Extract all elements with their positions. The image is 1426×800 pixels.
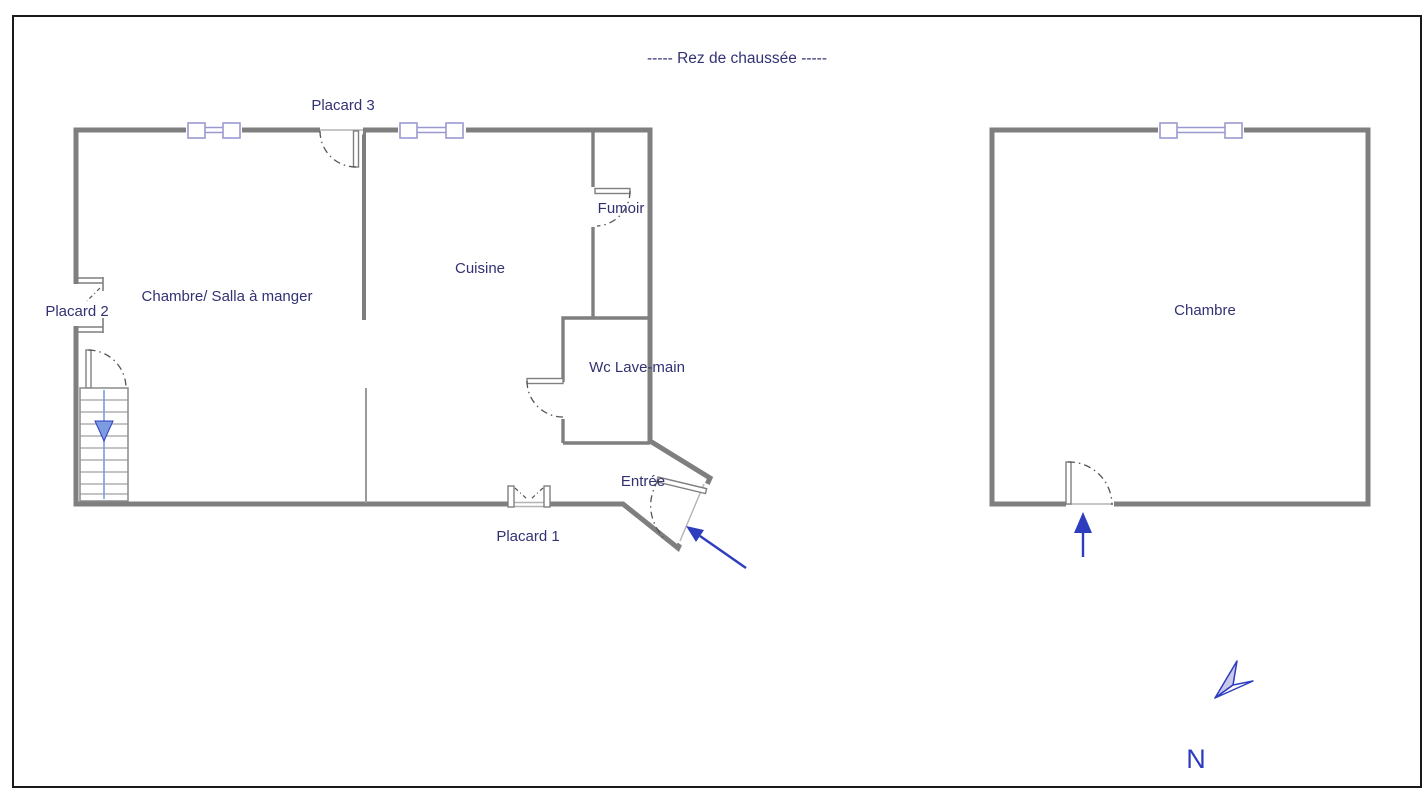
stair-down-arrow-icon <box>94 420 114 443</box>
placard1-doors <box>507 485 551 508</box>
main-building: Placard 3 Chambre/ Salla à manger Placar… <box>45 97 747 569</box>
arrow-head-icon <box>686 526 704 542</box>
window-2 <box>398 122 466 139</box>
page-border <box>12 15 1422 788</box>
label-placard2: Placard 2 <box>45 303 108 320</box>
arrow-shaft <box>699 535 747 569</box>
window-mask <box>398 125 466 135</box>
arrow-head-icon <box>1074 512 1092 533</box>
label-placard1: Placard 1 <box>496 528 559 545</box>
stairs-door <box>85 349 127 389</box>
closet-door-dash <box>86 287 101 302</box>
closet-door-dash <box>514 487 544 500</box>
annex-entrance-arrow <box>1074 512 1092 557</box>
door-swing-arc <box>88 349 127 389</box>
label-wc: Wc Lave-main <box>589 359 685 376</box>
door-swing-arc <box>596 190 631 227</box>
window-jamb <box>187 122 206 139</box>
north-label: N <box>1186 744 1206 774</box>
floor-title: ----- Rez de chaussée ----- <box>647 50 827 67</box>
door-swing-arc <box>1067 461 1113 506</box>
wall-wc <box>561 316 650 445</box>
placard2-closet <box>78 277 104 333</box>
label-entree: Entrée <box>621 473 665 490</box>
door-leaf <box>594 187 631 195</box>
closet-jamb-bottom <box>78 318 104 333</box>
window-jamb <box>445 122 464 139</box>
window-jamb <box>399 122 418 139</box>
window-mask <box>1158 125 1244 135</box>
annex-door <box>1065 461 1114 509</box>
closet-jamb <box>507 485 515 508</box>
closet-jamb-top <box>78 277 104 291</box>
window-jamb <box>1224 122 1243 139</box>
door-swing-arc <box>650 479 667 542</box>
annex-building: Chambre <box>989 122 1371 557</box>
north-arrow-icon <box>1214 680 1254 699</box>
opening-placard1 <box>514 499 544 509</box>
closet-jamb <box>543 485 551 508</box>
staircase <box>79 387 129 502</box>
door-leaf <box>526 377 564 385</box>
door-leaf <box>655 476 708 495</box>
label-placard3: Placard 3 <box>311 97 374 114</box>
label-cuisine: Cuisine <box>455 260 505 277</box>
opening-entree <box>673 481 712 547</box>
window-3 <box>1158 122 1244 139</box>
north-compass: N <box>1186 660 1254 774</box>
wc-door <box>526 377 564 418</box>
door-leaf <box>85 349 92 389</box>
fumoir-door <box>594 187 631 227</box>
label-fumoir: Fumoir <box>598 200 645 217</box>
entree-door <box>650 476 708 542</box>
main-entrance-arrow <box>686 526 747 569</box>
window-jamb <box>1159 122 1178 139</box>
opening-wc <box>560 382 566 419</box>
window-1 <box>186 122 242 139</box>
opening-fumoir <box>590 187 596 227</box>
opening-placard2 <box>73 284 83 326</box>
door-swing-arc <box>319 130 357 168</box>
threshold-entree <box>679 483 705 542</box>
door-leaf <box>352 130 360 168</box>
window-mask <box>186 125 242 135</box>
label-chambre: Chambre <box>1174 302 1236 319</box>
door-swing-arc <box>526 380 564 418</box>
window-jamb <box>222 122 241 139</box>
label-chambre-salle: Chambre/ Salla à manger <box>142 288 313 305</box>
door-leaf <box>1065 461 1072 505</box>
placard3-door <box>319 130 360 168</box>
